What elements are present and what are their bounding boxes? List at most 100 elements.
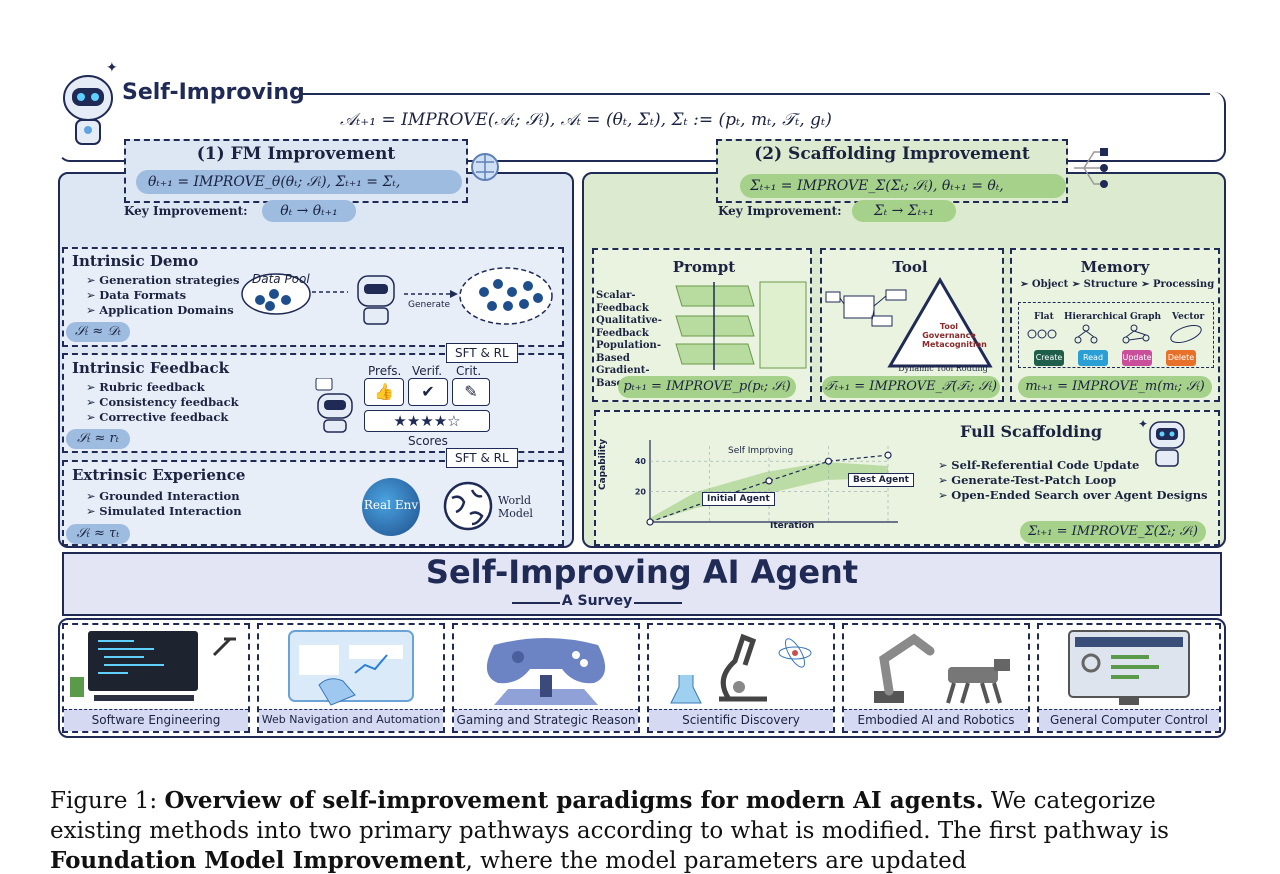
sft-rl-tag: SFT & RL (446, 448, 518, 468)
intrinsic-demo-bullets: Generation strategies Data Formats Appli… (86, 273, 239, 318)
prompt-methods: Scalar-Feedback Qualitative-Feedback Pop… (596, 290, 672, 390)
figure-caption: Figure 1: Overview of self-improvement p… (50, 786, 1240, 874)
memory-chain: ➢ Object ➢ Structure ➢ Processing (1020, 279, 1215, 290)
list-item: Open-Ended Search over Agent Designs (938, 488, 1207, 503)
scores-label: Scores (408, 434, 448, 448)
list-item: Application Domains (86, 303, 239, 318)
caption-bold-2: Foundation Model Improvement (50, 847, 466, 874)
memory-type-vector: Vector (1172, 312, 1205, 322)
data-pool-diagram (240, 262, 560, 342)
list-item: Qualitative-Feedback (596, 315, 662, 339)
robot-mascot-icon: ✦ (58, 58, 120, 148)
list-item: Corrective feedback (86, 410, 239, 425)
app-label: Web Navigation and Automation (259, 709, 443, 731)
survey-banner (62, 552, 1222, 616)
caption-text-2: , where the model parameters are updated (465, 848, 967, 874)
app-label: Gaming and Strategic Reason (454, 709, 638, 731)
app-label: General Computer Control (1039, 709, 1219, 731)
caption-text: We categorize existing methods into two … (50, 788, 1169, 844)
tool-formula: 𝒯ₜ₊₁ = IMPROVE_𝒯(𝒯ₜ; 𝒮ₜ) (822, 376, 1000, 398)
extrinsic-title: Extrinsic Experience (72, 466, 246, 484)
microscope-icon (670, 633, 812, 704)
pen-icon: ✎ (452, 378, 490, 406)
full-scaffolding-bullets: Self-Referential Code Update Generate-Te… (938, 458, 1208, 503)
y-tick-label: 40 (635, 457, 647, 466)
thumbs-icon: 👍 (364, 378, 404, 406)
data-point (646, 518, 654, 526)
intrinsic-demo-title: Intrinsic Demo (72, 252, 199, 270)
list-item: Rubric feedback (86, 380, 239, 395)
app-computer-control: General Computer Control (1037, 623, 1221, 733)
extrinsic-bullets: Grounded Interaction Simulated Interacti… (86, 489, 242, 519)
globe-icon (362, 478, 420, 536)
circuit-icon (1070, 144, 1110, 192)
survey-title: Self-Improving AI Agent (425, 553, 859, 591)
prompt-stack-graphic (672, 280, 808, 372)
update-button: Update (1122, 350, 1152, 366)
app-web-navigation: Web Navigation and Automation (257, 623, 445, 733)
app-embodied-ai: Embodied AI and Robotics (842, 623, 1030, 733)
scaffold-key-value: Σₜ → Σₜ₊₁ (852, 200, 956, 222)
memory-type-graph: Graph (1130, 312, 1162, 322)
robot-arm-icon (874, 633, 1010, 704)
survey-subtitle-line-left (512, 602, 560, 604)
svg-text:✦: ✦ (1138, 417, 1148, 431)
header-line (300, 93, 1210, 95)
scaffold-title: (2) Scaffolding Improvement (754, 144, 1030, 164)
caption-prefix: Figure 1: (50, 788, 165, 814)
app-software-engineering: Software Engineering (62, 623, 250, 733)
list-item: Grounded Interaction (86, 489, 242, 504)
full-scaffolding-title: Full Scaffolding (960, 422, 1103, 441)
memory-structures-graphic (1022, 322, 1210, 346)
robot-icon (312, 377, 358, 434)
fm-key-label: Key Improvement: (124, 204, 248, 218)
fm-formula: θₜ₊₁ = IMPROVE_θ(θₜ; 𝒮ₜ), Σₜ₊₁ = Σₜ, (136, 170, 462, 194)
gamepad-chess-icon (486, 638, 606, 705)
app-label: Scientific Discovery (649, 709, 833, 731)
intrinsic-feedback-formula: 𝒮ₜ ≈ rₜ (66, 429, 130, 449)
list-item: Scalar-Feedback (596, 290, 649, 314)
verif-label: Verif. (412, 364, 443, 378)
brain-icon (468, 150, 502, 184)
tool-center-label: Tool Governance Metacognition (922, 322, 987, 349)
monitor-settings-icon (1068, 630, 1190, 705)
browser-hand-icon (288, 630, 414, 706)
read-button: Read (1078, 350, 1108, 366)
tool-triangle-graphic (822, 276, 1000, 376)
world-model-label: World Model (498, 494, 533, 520)
list-item: Generation strategies (86, 273, 239, 288)
intrinsic-demo-formula: 𝒮ₜ ≈ 𝒟ₜ (66, 322, 130, 342)
caption-bold: Overview of self-improvement paradigms f… (164, 787, 984, 814)
y-tick-label: 20 (635, 488, 647, 497)
memory-title: Memory (1080, 258, 1150, 276)
app-scientific-discovery: Scientific Discovery (647, 623, 835, 733)
data-point (884, 451, 892, 459)
list-item: Consistency feedback (86, 395, 238, 410)
tool-title: Tool (892, 258, 928, 276)
scaffold-formula: Σₜ₊₁ = IMPROVE_Σ(Σₜ; 𝒮ₜ), θₜ₊₁ = θₜ, (740, 174, 1066, 198)
chart-title: Self Improving (728, 446, 794, 456)
real-env-label: Real Env (363, 498, 419, 512)
create-button: Create (1034, 350, 1064, 366)
scaffold-key-label: Key Improvement: (718, 204, 842, 218)
fm-key-value: θₜ → θₜ₊₁ (262, 200, 356, 222)
survey-subtitle-line-right (634, 602, 682, 604)
series-line (649, 454, 889, 523)
list-item: Self-Referential Code Update (938, 458, 1208, 473)
chain-structure: Structure (1083, 279, 1138, 290)
prefs-label: Prefs. (368, 364, 402, 378)
main-equation: 𝒜ₜ₊₁ = IMPROVE(𝒜ₜ; 𝒮ₜ), 𝒜ₜ = (θₜ, Σₜ), Σ… (340, 110, 832, 130)
sft-rl-tag: SFT & RL (446, 343, 518, 363)
best-agent-label: Best Agent (848, 473, 914, 487)
data-point (824, 457, 833, 465)
memory-type-flat: Flat (1034, 312, 1054, 322)
chart-xlabel: Iteration (770, 521, 815, 531)
svg-text:✦: ✦ (106, 60, 118, 76)
extrinsic-formula: 𝒮ₜ ≈ τₜ (66, 524, 130, 544)
list-item: Data Formats (86, 288, 239, 303)
generate-label: Generate (408, 300, 451, 310)
header-frame (58, 92, 1226, 162)
survey-subtitle: A Survey (561, 593, 633, 609)
fm-title: (1) FM Improvement (196, 144, 396, 164)
app-label: Software Engineering (64, 709, 248, 731)
